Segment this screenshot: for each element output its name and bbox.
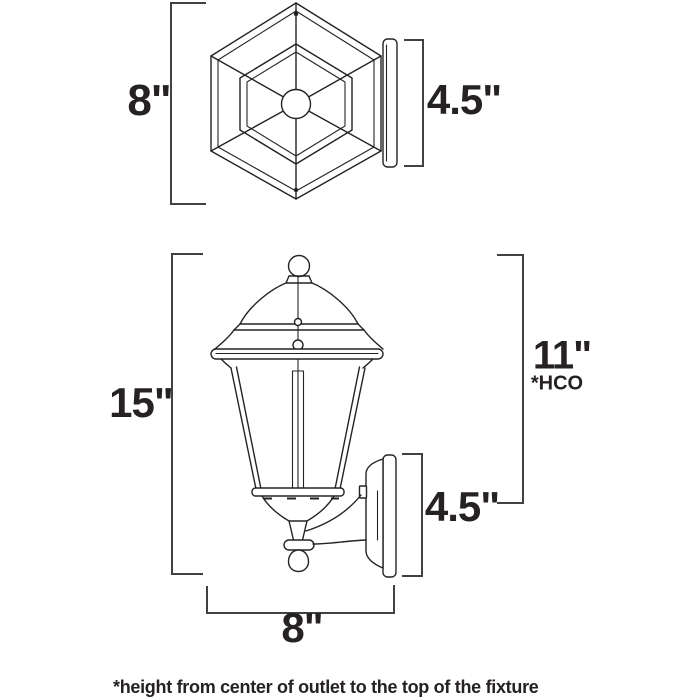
hexagon-outer xyxy=(210,2,382,200)
spoke-lines xyxy=(210,2,382,200)
body-shoulder xyxy=(220,358,374,369)
support-arm xyxy=(305,494,367,545)
dimension-lines xyxy=(170,2,524,614)
overall-height-bracket xyxy=(171,253,203,575)
lantern-top-view xyxy=(210,2,398,200)
overall-height-label: 15" xyxy=(109,379,174,426)
neck-collar xyxy=(283,539,315,551)
top-backplate-bracket xyxy=(404,39,424,167)
lower-backplate-bracket xyxy=(402,453,423,577)
outlet-note-label: *HCO xyxy=(530,372,584,395)
lantern-front-view xyxy=(210,254,397,578)
candle-tube xyxy=(291,370,305,489)
lower-neck xyxy=(288,520,308,541)
finial-ball xyxy=(287,254,311,278)
lower-cup xyxy=(261,495,335,522)
top-view-backplate-label: 4.5" xyxy=(426,76,502,123)
hexagon-inner xyxy=(239,43,353,165)
bottom-width-bracket xyxy=(206,585,395,614)
outlet-height-label: 11" xyxy=(532,333,592,378)
dome-roof xyxy=(239,282,359,325)
dome-skirt xyxy=(214,329,384,350)
hexagon-inner-inner-line xyxy=(246,51,346,157)
band-center-nub xyxy=(293,317,303,327)
finial-collar xyxy=(285,275,313,284)
top-width-bracket xyxy=(170,2,206,205)
top-view-width-label: 8" xyxy=(127,76,171,125)
wall-backplate xyxy=(382,454,397,578)
mount-bell xyxy=(365,458,384,570)
outlet-height-bracket xyxy=(497,254,524,504)
glass-body-ribs xyxy=(230,366,366,490)
center-finial-circle xyxy=(280,88,312,120)
drop-finial xyxy=(287,549,310,573)
lower-backplate-label: 4.5" xyxy=(424,483,500,530)
backplate-edge-top-view xyxy=(382,38,398,168)
bottom-plate xyxy=(251,487,345,497)
bottom-width-label: 8" xyxy=(281,604,323,651)
footnote: *height from center of outlet to the top… xyxy=(113,677,539,697)
top-vertex-dot xyxy=(293,11,299,17)
bottom-vertex-dot xyxy=(293,187,299,193)
